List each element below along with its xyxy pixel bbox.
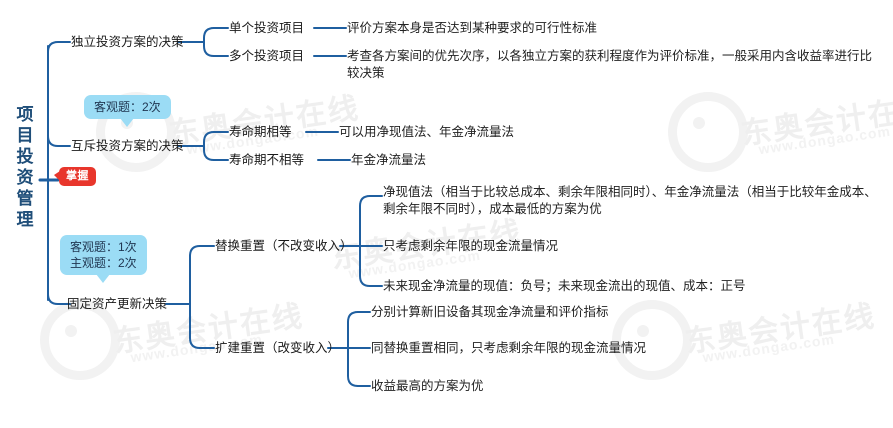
tooltip-line: 客观题：1次 xyxy=(70,240,137,254)
node-expansion-revenue-change[interactable]: 扩建重置（改变收入） xyxy=(215,341,341,355)
node-equal-lifespan[interactable]: 寿命期相等 xyxy=(229,125,292,139)
watermark-url: www.dongao.com xyxy=(757,122,892,158)
detail-expansion-1: 分别计算新旧设备其现金净流量和评价指标 xyxy=(371,305,609,319)
tooltip-objective-count: 客观题：2次 xyxy=(84,95,171,127)
tooltip-question-counts: 客观题：1次 主观题：2次 xyxy=(60,235,147,283)
root-char: 投 xyxy=(16,147,34,166)
root-char: 目 xyxy=(16,126,34,145)
detail-replacement-2: 只考虑剩余年限的现金流量情况 xyxy=(383,239,559,253)
node-replacement-no-revenue-change[interactable]: 替换重置（不改变收入） xyxy=(215,239,353,253)
root-char: 管 xyxy=(16,189,34,208)
node-unequal-lifespan[interactable]: 寿命期不相等 xyxy=(229,153,305,167)
node-fixed-asset-renewal[interactable]: 固定资产更新决策 xyxy=(67,297,168,311)
watermark-ring xyxy=(40,300,120,380)
watermark-brand: 东奥会计在线 xyxy=(167,91,362,152)
tooltip-line: 主观题：2次 xyxy=(70,256,137,270)
detail-replacement-1: 净现值法（相当于比较总成本、剩余年限相同时）、年金净流量法（相当于比较年金成本、… xyxy=(383,185,877,216)
detail-replacement-3: 未来现金净流量的现值：负号；未来现金流出的现值、成本：正号 xyxy=(383,279,746,293)
node-mutually-exclusive-investment[interactable]: 互斥投资方案的决策 xyxy=(71,139,184,153)
mastery-badge[interactable]: 掌握 xyxy=(54,167,96,186)
root-char: 理 xyxy=(16,210,34,229)
detail-multiple-investment-projects: 考查各方案间的优先次序，以各独立方案的获利程度作为评价标准，一般采用内含收益率进… xyxy=(347,49,873,80)
root-char: 项 xyxy=(16,105,34,124)
watermark-brand: 东奥会计在线 xyxy=(739,91,893,152)
detail-unequal-lifespan: 年金净流量法 xyxy=(351,153,427,167)
detail-expansion-2: 同替换重置相同，只考虑剩余年限的现金流量情况 xyxy=(371,341,647,355)
tooltip-line: 客观题：2次 xyxy=(94,100,161,114)
node-multiple-investment-projects[interactable]: 多个投资项目 xyxy=(229,49,305,63)
detail-equal-lifespan: 可以用净现值法、年金净流量法 xyxy=(339,125,515,139)
node-independent-investment[interactable]: 独立投资方案的决策 xyxy=(71,35,184,49)
detail-expansion-3: 收益最高的方案为优 xyxy=(371,379,484,393)
detail-single-investment-project: 评价方案本身是否达到某种要求的可行性标准 xyxy=(347,21,598,35)
node-single-investment-project[interactable]: 单个投资项目 xyxy=(229,21,305,35)
root-char: 资 xyxy=(16,168,34,187)
root-node[interactable]: 项 目 投 资 管 理 xyxy=(8,104,42,230)
